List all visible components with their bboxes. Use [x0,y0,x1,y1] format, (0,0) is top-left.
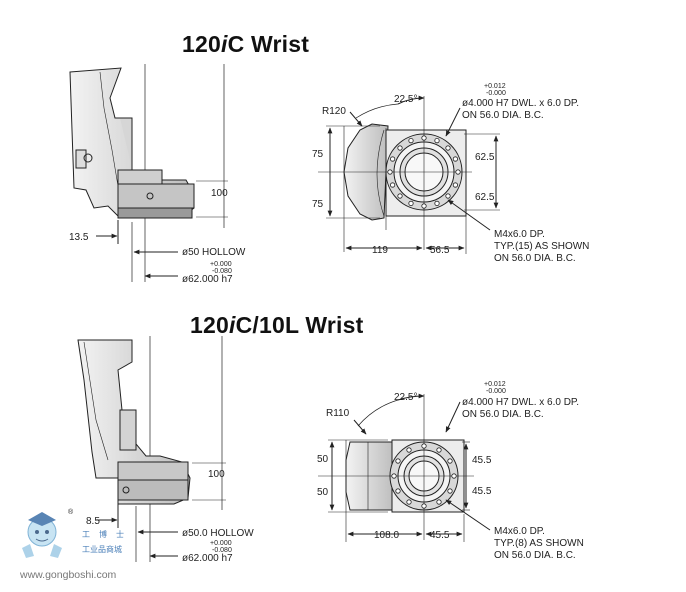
top-front-radius-label: R120 [322,106,346,117]
bolt-hole [391,473,397,479]
top-front-view [318,95,500,254]
top-side-view [69,64,228,282]
bolt-hole [436,447,442,453]
watermark-subtitle: 工业品商城 [82,544,122,554]
bolt-hole [445,193,451,199]
top-front-dwl-line1: ø4.000 H7 DWL. x 6.0 DP. [462,98,579,109]
top-front-dim-left-bottom: 75 [312,199,324,210]
top-front-dwl-tol-plus: +0.012 [484,83,506,90]
bottom-side-hollow-label: ø50.0 HOLLOW [182,528,254,539]
top-front-width-right: 56.5 [430,245,450,256]
bottom-front-dwl-tol-plus: +0.012 [484,381,506,388]
bottom-front-view [318,393,491,542]
bolt-hole [421,135,427,141]
top-front-tap-line2: TYP.(15) AS SHOWN [494,241,589,252]
top-side-diameter-label: ø62.000 h7 [182,274,233,285]
bolt-hole [421,443,427,449]
top-side-hollow-label: ø50 HOLLOW [182,247,246,258]
bottom-title: 120iC/10L Wrist [190,312,364,338]
bolt-hole [389,182,396,188]
bottom-front-tap-line2: TYP.(8) AS SHOWN [494,538,584,549]
bolt-hole [406,499,412,505]
watermark-char-3: 士 [116,529,124,539]
bottom-front-tap-line3: ON 56.0 DIA. B.C. [494,550,576,561]
bottom-front-dwl-line1: ø4.000 H7 DWL. x 6.0 DP. [462,397,579,408]
top-side-offset-label: 13.5 [69,232,89,243]
top-front-bolt-holes [387,135,461,209]
top-front-width-left: 119 [372,245,388,256]
bottom-front-dim-right-top: 45.5 [472,455,492,466]
bottom-front-angle-label: 22.5° [394,392,417,403]
bolt-hole [397,193,403,199]
bottom-front-dwl-line2: ON 56.0 DIA. B.C. [462,409,544,420]
bottom-front-tap-line1: M4x6.0 DP. [494,526,545,537]
top-side-tol-minus: -0.080 [212,268,232,275]
bolt-hole [421,203,427,209]
bolt-hole [421,503,427,509]
bottom-front-dim-right-bottom: 45.5 [472,486,492,497]
bottom-side-tol-minus: -0.080 [212,547,232,554]
bolt-hole [408,200,414,206]
bolt-hole [455,169,461,175]
top-front-dwl-line2: ON 56.0 DIA. B.C. [462,110,544,121]
bottom-side-offset-label: 8.5 [86,516,100,527]
bolt-hole [445,145,451,151]
bolt-hole [395,458,401,464]
bottom-front-dim-left-top: 50 [317,454,329,465]
bolt-hole [451,473,457,479]
bolt-hole [434,200,440,206]
bottom-front-bolt-holes [391,443,457,509]
bolt-hole [395,488,401,494]
top-front-dwl-tol-minus: -0.000 [486,90,506,97]
bottom-front-width-right: 45.5 [430,530,450,541]
bottom-front-dim-left-bottom: 50 [317,487,329,498]
watermark-char-2: 博 [99,529,107,539]
bolt-hole [389,156,396,162]
bottom-front-width-left: 108.0 [374,530,399,541]
watermark-url: www.gongboshi.com [19,569,117,581]
bolt-hole [397,145,403,151]
bolt-hole [408,138,414,144]
bottom-front-radius-label: R110 [326,408,350,419]
top-title: 120iC Wrist [182,31,310,57]
bottom-front-dwl-tol-minus: -0.000 [486,388,506,395]
watermark-char-1: 工 [82,530,90,539]
bolt-hole [406,447,412,453]
top-side-height-label: 100 [211,188,228,199]
bolt-hole [447,488,453,494]
bolt-hole [447,458,453,464]
top-front-dim-left-top: 75 [312,149,324,160]
bolt-hole [452,156,458,162]
watermark-logo [22,512,62,558]
bolt-hole [434,138,440,144]
bolt-hole [452,182,458,188]
top-side-tol-plus: +0.000 [210,261,232,268]
top-front-tap-line1: M4x6.0 DP. [494,229,545,240]
bolt-hole [436,499,442,505]
bottom-side-tol-plus: +0.000 [210,540,232,547]
bottom-side-height-label: 100 [208,469,225,480]
top-front-dim-right-top: 62.5 [475,152,495,163]
bottom-side-diameter-label: ø62.000 h7 [182,553,233,564]
top-front-tap-line3: ON 56.0 DIA. B.C. [494,253,576,264]
bolt-hole [387,169,393,175]
top-front-angle-label: 22.5° [394,94,417,105]
top-front-dim-right-bottom: 62.5 [475,192,495,203]
watermark-registered: ® [68,508,74,516]
bottom-side-view [77,336,226,562]
